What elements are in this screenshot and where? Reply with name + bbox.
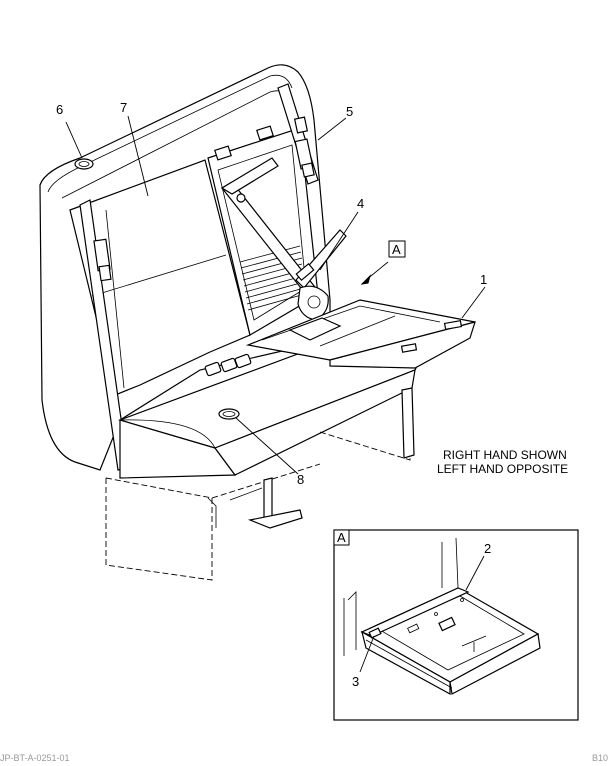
tray-tab-1 <box>443 319 463 331</box>
detail-tray-side <box>449 633 541 695</box>
frame-dashed-left <box>105 478 213 581</box>
callout-7: 7 <box>120 100 127 115</box>
detail-tab <box>407 623 420 634</box>
bench-edge <box>119 419 216 449</box>
callout-4: 4 <box>357 196 364 211</box>
note-line-1: RIGHT HAND SHOWN <box>443 448 567 462</box>
top-tab-right <box>256 125 274 141</box>
center-buckle-ring <box>307 295 321 309</box>
detail-latch <box>368 627 382 639</box>
right-belt-guide <box>293 116 309 134</box>
frame-leg-3 <box>207 497 217 528</box>
tray-split <box>319 315 396 347</box>
leader-lines <box>65 115 486 475</box>
tray-tab-2 <box>400 343 418 353</box>
detail-wall-right-2 <box>455 537 459 589</box>
frame-leg-2 <box>401 387 415 459</box>
detail-wall-left <box>347 591 357 650</box>
detail-dot-2 <box>460 598 464 602</box>
callout-8: 8 <box>297 472 304 487</box>
belt-anchor-top <box>236 193 246 203</box>
detail-hinge <box>360 587 470 637</box>
left-belt-latch <box>98 264 112 282</box>
detail-dot-1 <box>434 612 438 616</box>
detail-logo <box>438 616 456 632</box>
note-line-2: LEFT HAND OPPOSITE <box>437 462 568 476</box>
center-buckle <box>297 285 329 321</box>
callout-2: 2 <box>484 541 491 556</box>
frame-foot <box>247 509 303 529</box>
detail-tray-edge <box>365 639 453 689</box>
top-plug <box>74 158 94 170</box>
seat-back-rim-2 <box>47 74 293 193</box>
callout-1: 1 <box>480 272 487 287</box>
detail-tray-front <box>361 630 451 696</box>
detail-slot <box>461 635 487 647</box>
callout-3: 3 <box>352 674 359 689</box>
cushion-seam-2 <box>105 209 125 389</box>
bench-plug <box>218 408 240 420</box>
detail-a: A 2 3 <box>333 529 579 721</box>
detail-label: A <box>337 530 346 545</box>
top-plug-inner <box>78 161 90 167</box>
belt-adjuster <box>295 262 315 282</box>
detail-label-box <box>333 529 350 546</box>
view-a-box <box>388 240 406 258</box>
seat-assembly <box>39 64 476 581</box>
tray-cup <box>288 317 342 341</box>
bench-buckles <box>204 353 252 377</box>
footer-right: B10 <box>592 753 608 761</box>
frame-brace <box>229 487 263 501</box>
footer-left: JP-BT-A-0251-01 <box>0 753 70 761</box>
center-belt-upper <box>220 157 279 195</box>
view-a-label: A <box>392 242 401 257</box>
frame-dashed-top <box>105 463 321 499</box>
top-tab-left <box>214 145 232 161</box>
callout-5: 5 <box>346 104 353 119</box>
bench-plug-inner <box>222 411 236 417</box>
callout-6: 6 <box>56 102 63 117</box>
right-belt-latch <box>301 162 315 178</box>
